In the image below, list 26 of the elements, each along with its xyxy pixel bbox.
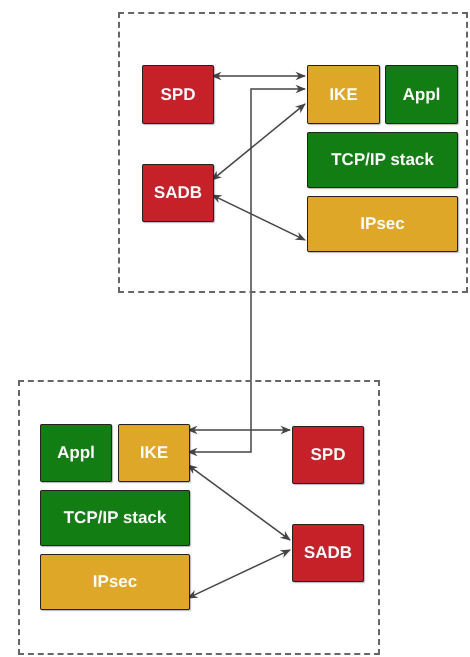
component-box (292, 426, 364, 484)
component-label: TCP/IP stack (64, 508, 166, 528)
component-box (40, 424, 112, 482)
component-label: SADB (304, 543, 352, 563)
component-box (307, 132, 458, 188)
dashed-host-boundary (118, 12, 468, 293)
component-label: SPD (310, 445, 346, 465)
component-label: IPsec (360, 214, 405, 234)
component-box (118, 424, 190, 482)
component-box (307, 65, 380, 124)
component-box (142, 164, 214, 222)
component-label: SADB (154, 183, 202, 203)
component-label: Appl (402, 84, 440, 104)
component-box (307, 196, 458, 252)
component-box (292, 524, 364, 582)
component-label: SPD (160, 84, 196, 104)
component-box (142, 65, 214, 124)
component-label: IKE (329, 84, 358, 104)
component-label: IPsec (92, 572, 138, 592)
component-box (40, 490, 190, 546)
component-label: TCP/IP stack (331, 150, 434, 170)
dashed-host-boundary (18, 380, 380, 655)
component-label: IKE (140, 443, 168, 463)
component-label: Appl (57, 443, 95, 463)
component-box (385, 65, 458, 124)
component-box (40, 554, 190, 610)
